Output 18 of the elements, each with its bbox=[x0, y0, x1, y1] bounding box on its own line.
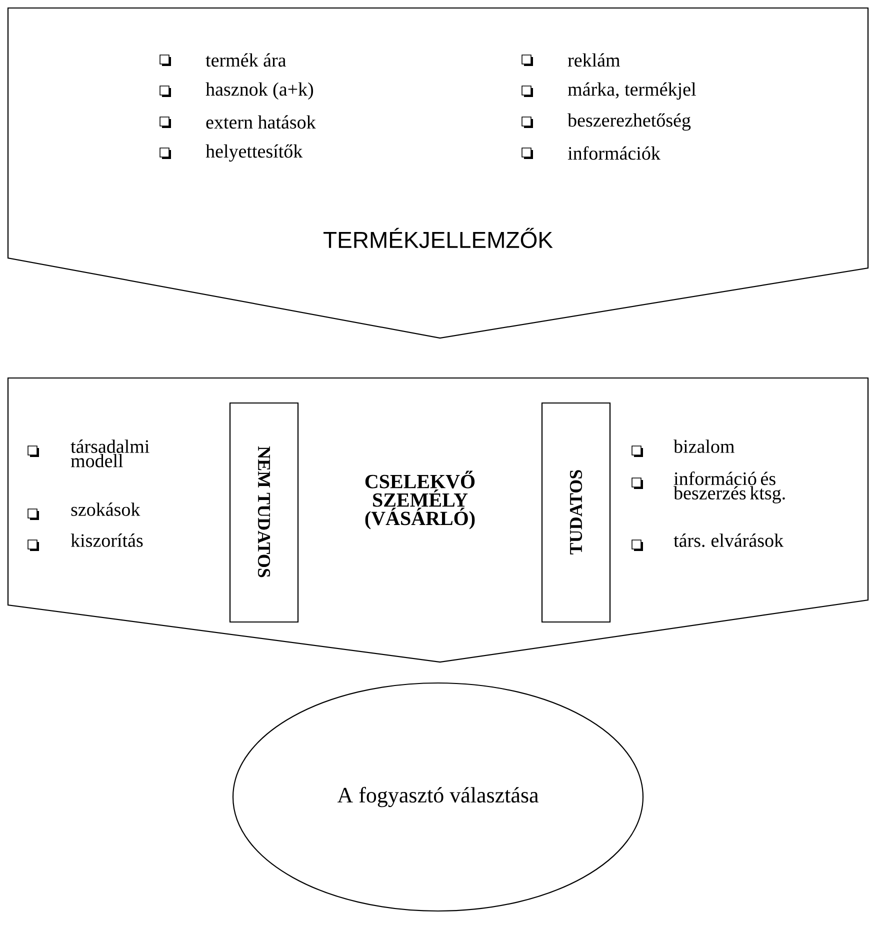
list-item: reklám bbox=[568, 53, 620, 67]
center-text: CSELEKVŐ SZEMÉLY (VÁSÁRLÓ) bbox=[365, 470, 475, 530]
list-item: helyettesítők bbox=[206, 144, 303, 162]
list-item: információ és beszerzés ktsg. bbox=[674, 472, 785, 504]
list-item: bizalom bbox=[674, 440, 734, 453]
list-item: beszerezhetőség bbox=[568, 113, 691, 131]
list-item: kiszorítás bbox=[70, 534, 143, 547]
list-item: információk bbox=[568, 146, 660, 160]
list-item: márka, termékjel bbox=[568, 82, 696, 100]
list-item: társ. elvárások bbox=[674, 534, 784, 548]
list-item: termék ára bbox=[206, 53, 286, 67]
list-item: extern hatások bbox=[206, 115, 316, 129]
vertical-label-box: TUDATOS bbox=[541, 402, 611, 623]
list-item: szokások bbox=[71, 502, 140, 516]
list-item: társadalmi modell bbox=[70, 440, 150, 468]
heading: TERMÉKJELLEMZŐK bbox=[324, 228, 553, 248]
list-item: hasznok (a+k) bbox=[206, 82, 314, 100]
vertical-label-box: NEM TUDATOS bbox=[229, 402, 299, 623]
